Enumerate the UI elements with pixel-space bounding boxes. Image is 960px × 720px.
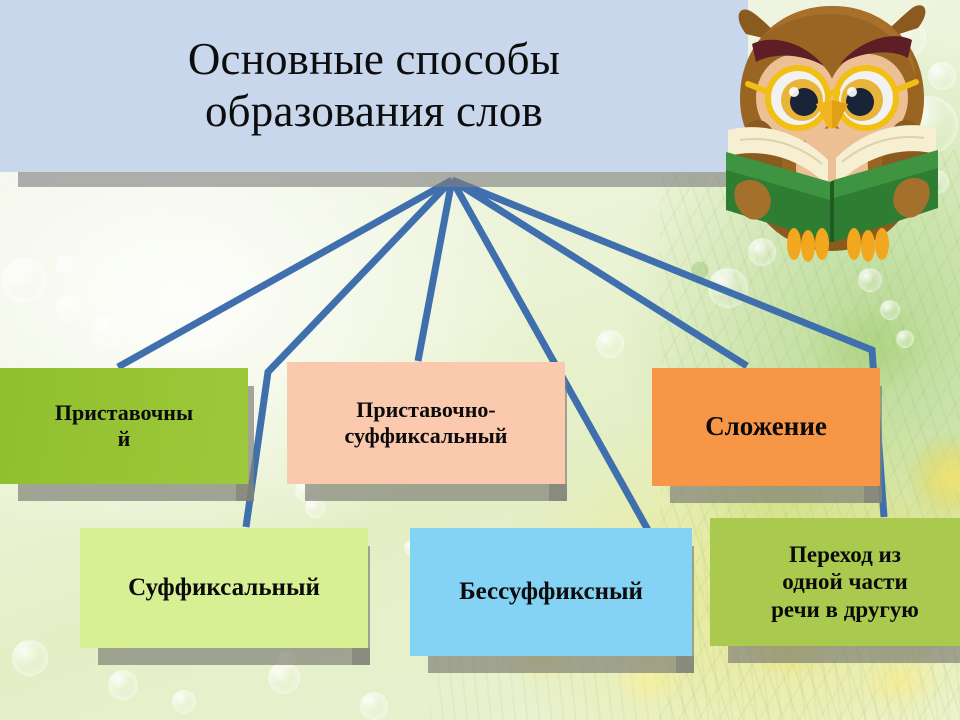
- bubble-decoration: [880, 300, 900, 320]
- background-flower-small: [905, 430, 960, 525]
- node-transition[interactable]: Переход из одной части речи в другую: [710, 518, 960, 646]
- bubble-decoration: [305, 498, 325, 518]
- book-page-left: [728, 127, 828, 186]
- owl-eye-glint-right: [847, 87, 857, 97]
- book-page-right: [836, 125, 936, 186]
- owl-reading-book-illustration: [726, 5, 938, 262]
- bubble-decoration: [858, 268, 882, 292]
- bubble-decoration: [172, 690, 196, 714]
- connector-to-prefix: [116, 176, 454, 371]
- connector-to-compounding: [450, 177, 749, 369]
- owl-beak-shade: [832, 100, 848, 136]
- node-transition-label: Переход из одной части речи в другую: [771, 542, 919, 622]
- connector-to-prefix-suffix: [414, 179, 456, 362]
- owl-talons: [787, 228, 889, 262]
- box-shadow: [728, 646, 960, 663]
- box-shadow: [98, 648, 370, 665]
- title-box: Основные способы образования слов: [0, 0, 748, 172]
- node-prefix-suffix[interactable]: Приставочно- суффиксальный: [287, 362, 565, 484]
- node-compounding-label: Сложение: [705, 411, 827, 442]
- title-box-shadow: [18, 172, 746, 187]
- owl-head-highlight: [766, 6, 916, 80]
- bubble-decoration: [896, 330, 914, 348]
- book-page-lines-left: [739, 138, 823, 165]
- owl-eye-glint-left: [789, 87, 799, 97]
- node-suffix-label: Суффиксальный: [128, 574, 320, 602]
- node-suffixless-label: Бессуффиксный: [459, 578, 643, 606]
- owl-claw-left: [734, 180, 771, 220]
- bubble-decoration: [2, 258, 46, 302]
- node-suffixless[interactable]: Бессуффиксный: [410, 528, 692, 656]
- bubble-decoration: [268, 662, 300, 694]
- node-compounding[interactable]: Сложение: [652, 368, 880, 486]
- bubble-decoration: [708, 268, 748, 308]
- node-suffix[interactable]: Суффиксальный: [80, 528, 368, 648]
- node-prefix-label: Приставочны й: [54, 400, 194, 451]
- bubble-decoration: [12, 640, 48, 676]
- owl-brow-left: [752, 39, 824, 66]
- box-shadow: [670, 486, 882, 503]
- owl-claw-right: [893, 178, 930, 218]
- bubble-decoration: [92, 315, 124, 347]
- book-spine: [830, 180, 834, 242]
- bubble-decoration: [196, 320, 224, 348]
- bubble-decoration: [360, 692, 388, 720]
- box-shadow: [18, 484, 254, 501]
- book-cover-right-shade: [834, 150, 938, 198]
- owl-brow-right: [840, 36, 912, 64]
- bubble-decoration: [596, 330, 624, 358]
- node-prefix[interactable]: Приставочны й: [0, 368, 248, 484]
- node-prefix-suffix-label: Приставочно- суффиксальный: [344, 397, 508, 448]
- box-shadow: [428, 656, 694, 673]
- bubble-decoration: [56, 255, 74, 273]
- bubble-decoration: [108, 670, 138, 700]
- page-title: Основные способы образования слов: [187, 34, 561, 136]
- book-page-lines-right: [841, 136, 925, 163]
- bubble-decoration: [56, 296, 82, 322]
- book-cover-left-shade: [726, 152, 830, 200]
- owl-glasses: [745, 65, 919, 131]
- box-shadow: [305, 484, 567, 501]
